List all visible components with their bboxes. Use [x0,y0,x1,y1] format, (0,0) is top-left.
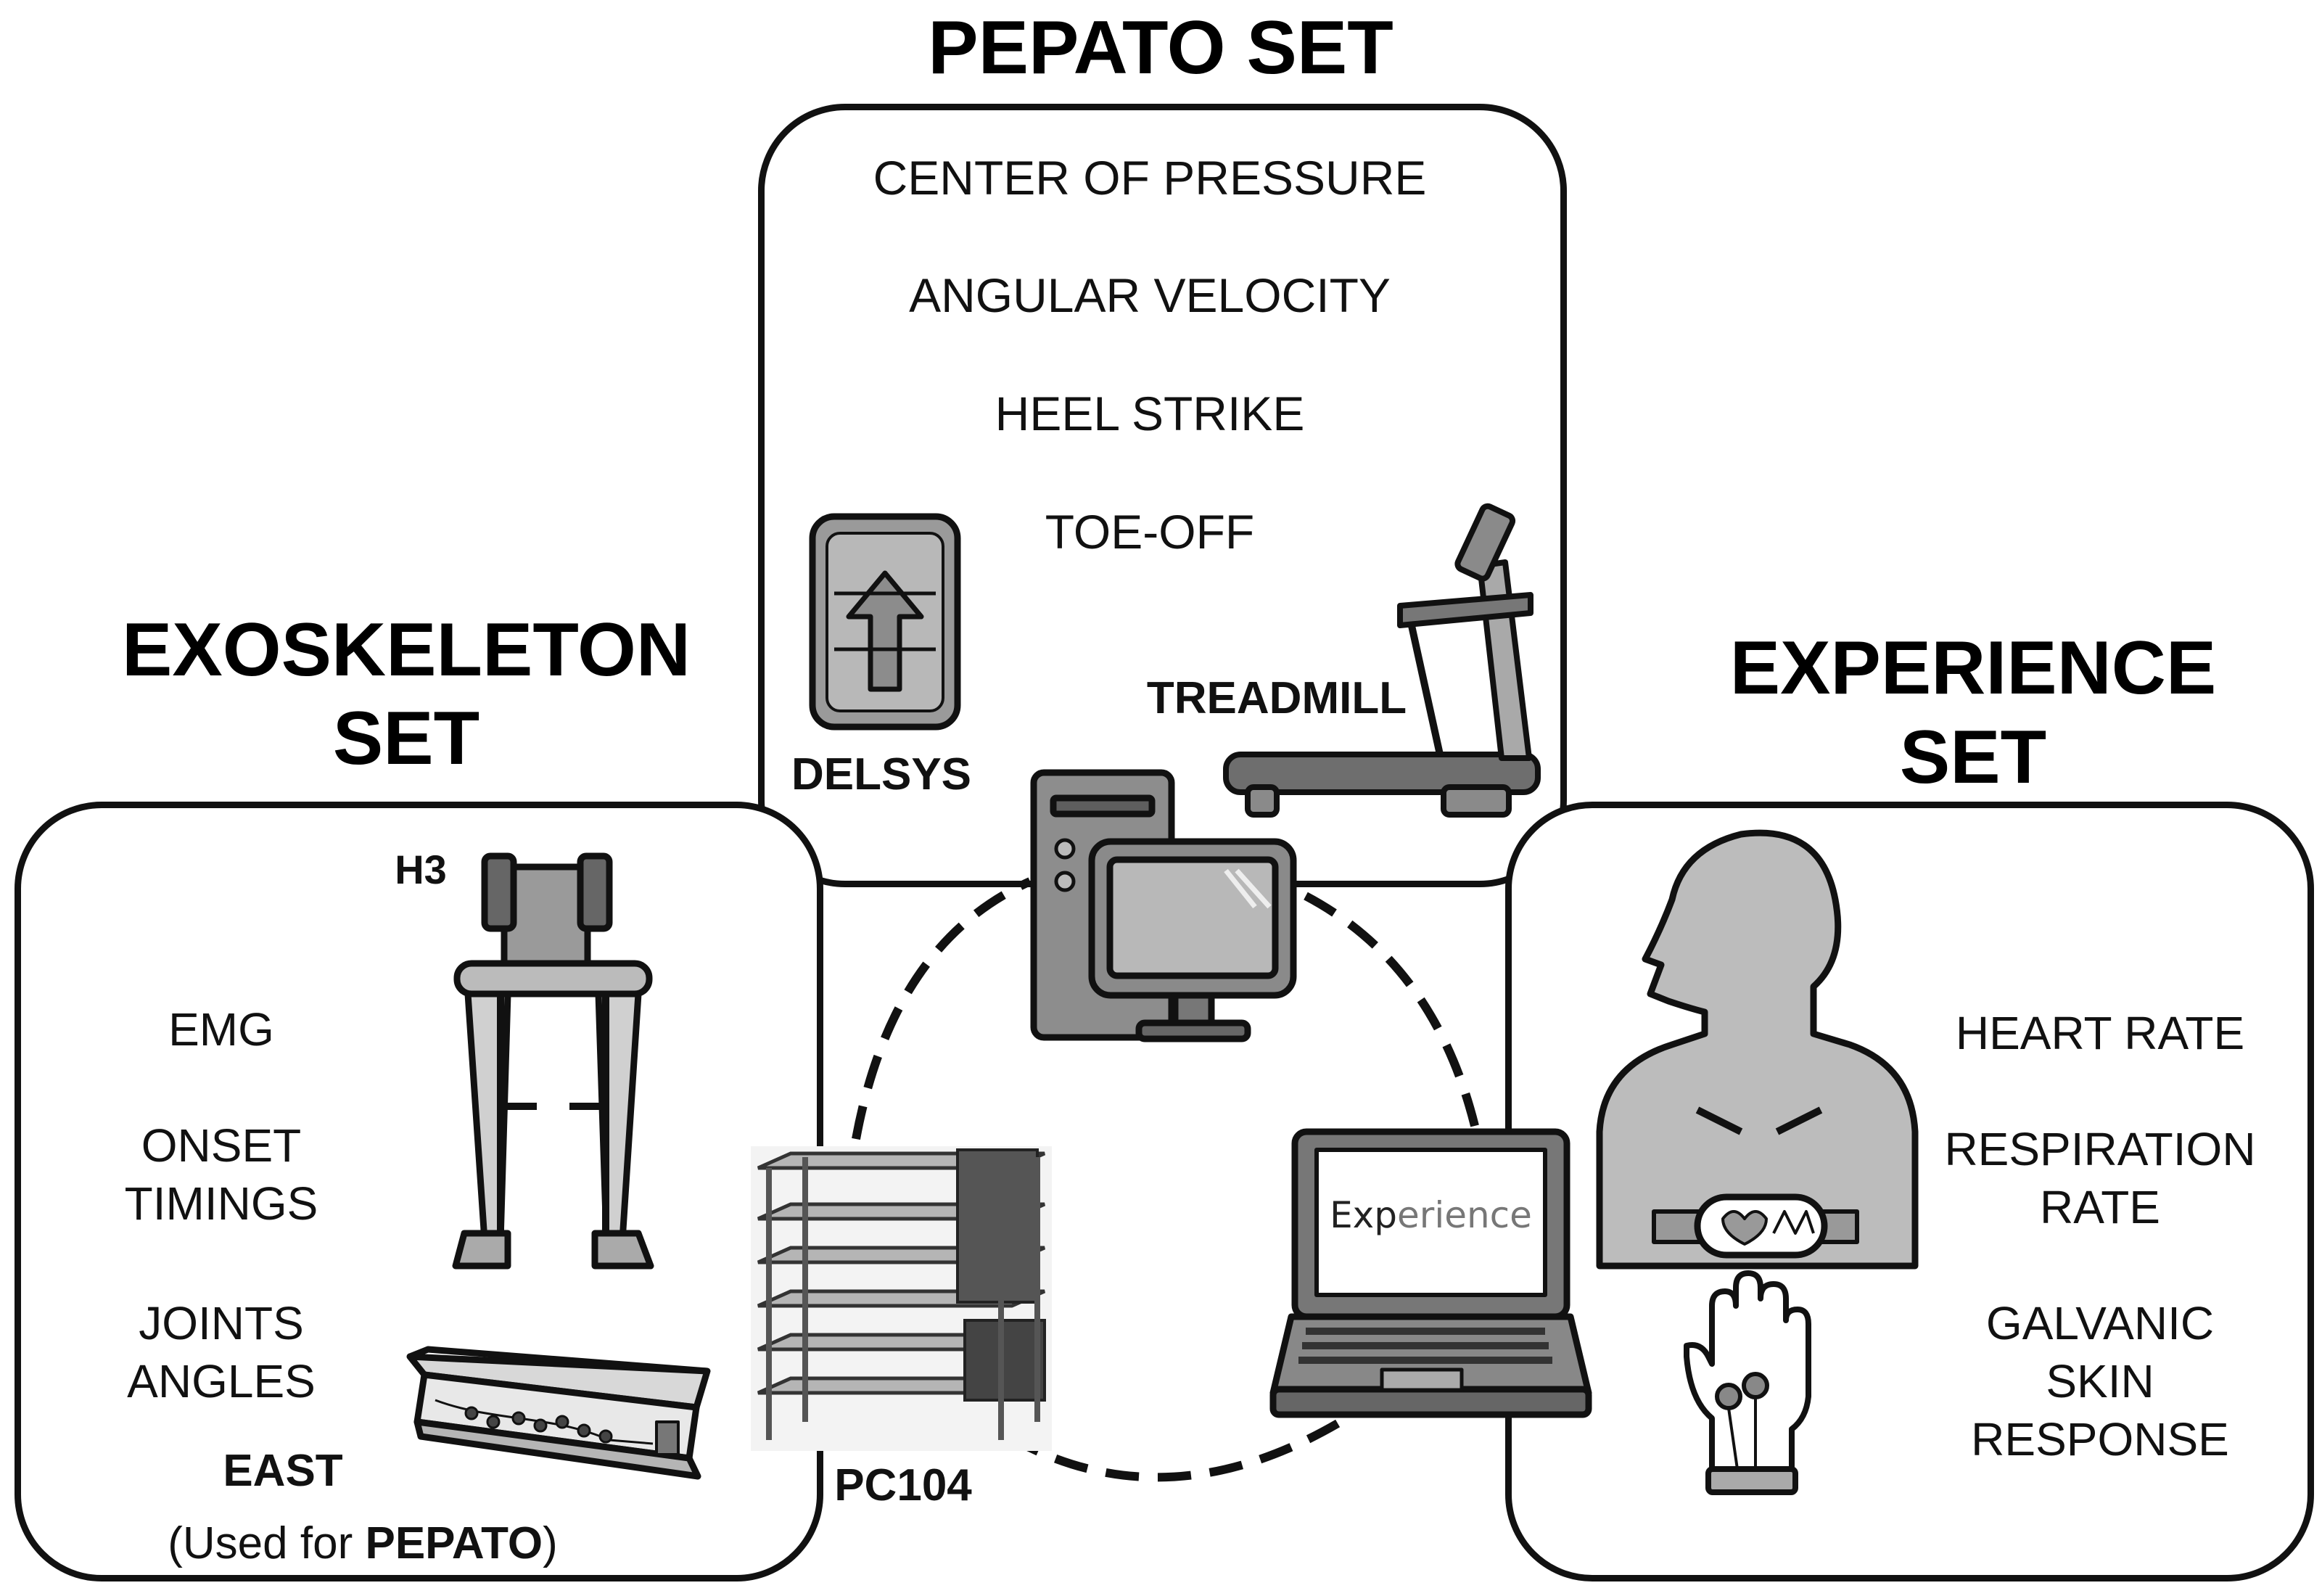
measure-center-of-pressure: CENTER OF PRESSURE [873,151,1427,205]
h3-exoskeleton-icon [452,852,654,1270]
exoskeleton-set-title-line1: EXOSKELETON [121,608,691,692]
experience-set-title-line2: SET [1899,715,2047,799]
dashed-connection-ring [852,877,1481,1482]
measure-angular-velocity: ANGULAR VELOCITY [909,268,1391,322]
pc104-label: PC104 [834,1460,972,1510]
pepato-set-title: PEPATO SET [928,6,1393,90]
measure-onset-line2: TIMINGS [124,1177,318,1230]
measure-heel-strike: HEEL STRIKE [995,387,1305,440]
human-bust-icon [1596,829,1919,1270]
measure-heart-rate: HEART RATE [1955,1007,2245,1059]
used-for-pepato: PEPATO [365,1518,543,1568]
measure-respiration-line1: RESPIRATION [1944,1123,2256,1175]
delsys-label: DELSYS [791,749,972,799]
measure-gsr-line2: SKIN [2046,1355,2154,1407]
experience-app-logo: Experience [1317,1193,1545,1238]
used-for-suffix: ) [543,1518,558,1568]
experience-logo-suffix: erience [1397,1194,1532,1236]
laptop-icon [1269,1128,1592,1418]
measure-emg: EMG [168,1003,274,1056]
measure-gsr-line1: GALVANIC [1985,1297,2215,1349]
h3-label: H3 [395,847,447,892]
gsr-hand-icon [1684,1270,1811,1495]
treadmill-icon [1223,503,1541,818]
measure-toe-off: TOE-OFF [1045,505,1255,559]
desktop-computer-icon [1030,769,1297,1042]
measure-onset-line1: ONSET [141,1119,302,1172]
exoskeleton-set-title-line2: SET [332,696,480,781]
used-for-pepato-note: (Used for PEPATO) [109,1516,617,1571]
used-for-prefix: (Used for [168,1518,366,1568]
experience-logo-prefix: Exp [1330,1194,1397,1236]
delsys-sensor-icon [809,513,961,731]
measure-respiration-line2: RATE [2040,1181,2160,1233]
treadmill-label: TREADMILL [1146,673,1407,723]
measure-gsr-line3: RESPONSE [1971,1413,2229,1465]
measure-joints-line2: ANGLES [127,1355,316,1407]
east-label: EAST [223,1446,343,1496]
experience-set-title-line1: EXPERIENCE [1729,626,2217,710]
pc104-stack-icon [751,1146,1052,1451]
measure-joints-line1: JOINTS [139,1297,304,1349]
east-box-icon [406,1346,711,1480]
